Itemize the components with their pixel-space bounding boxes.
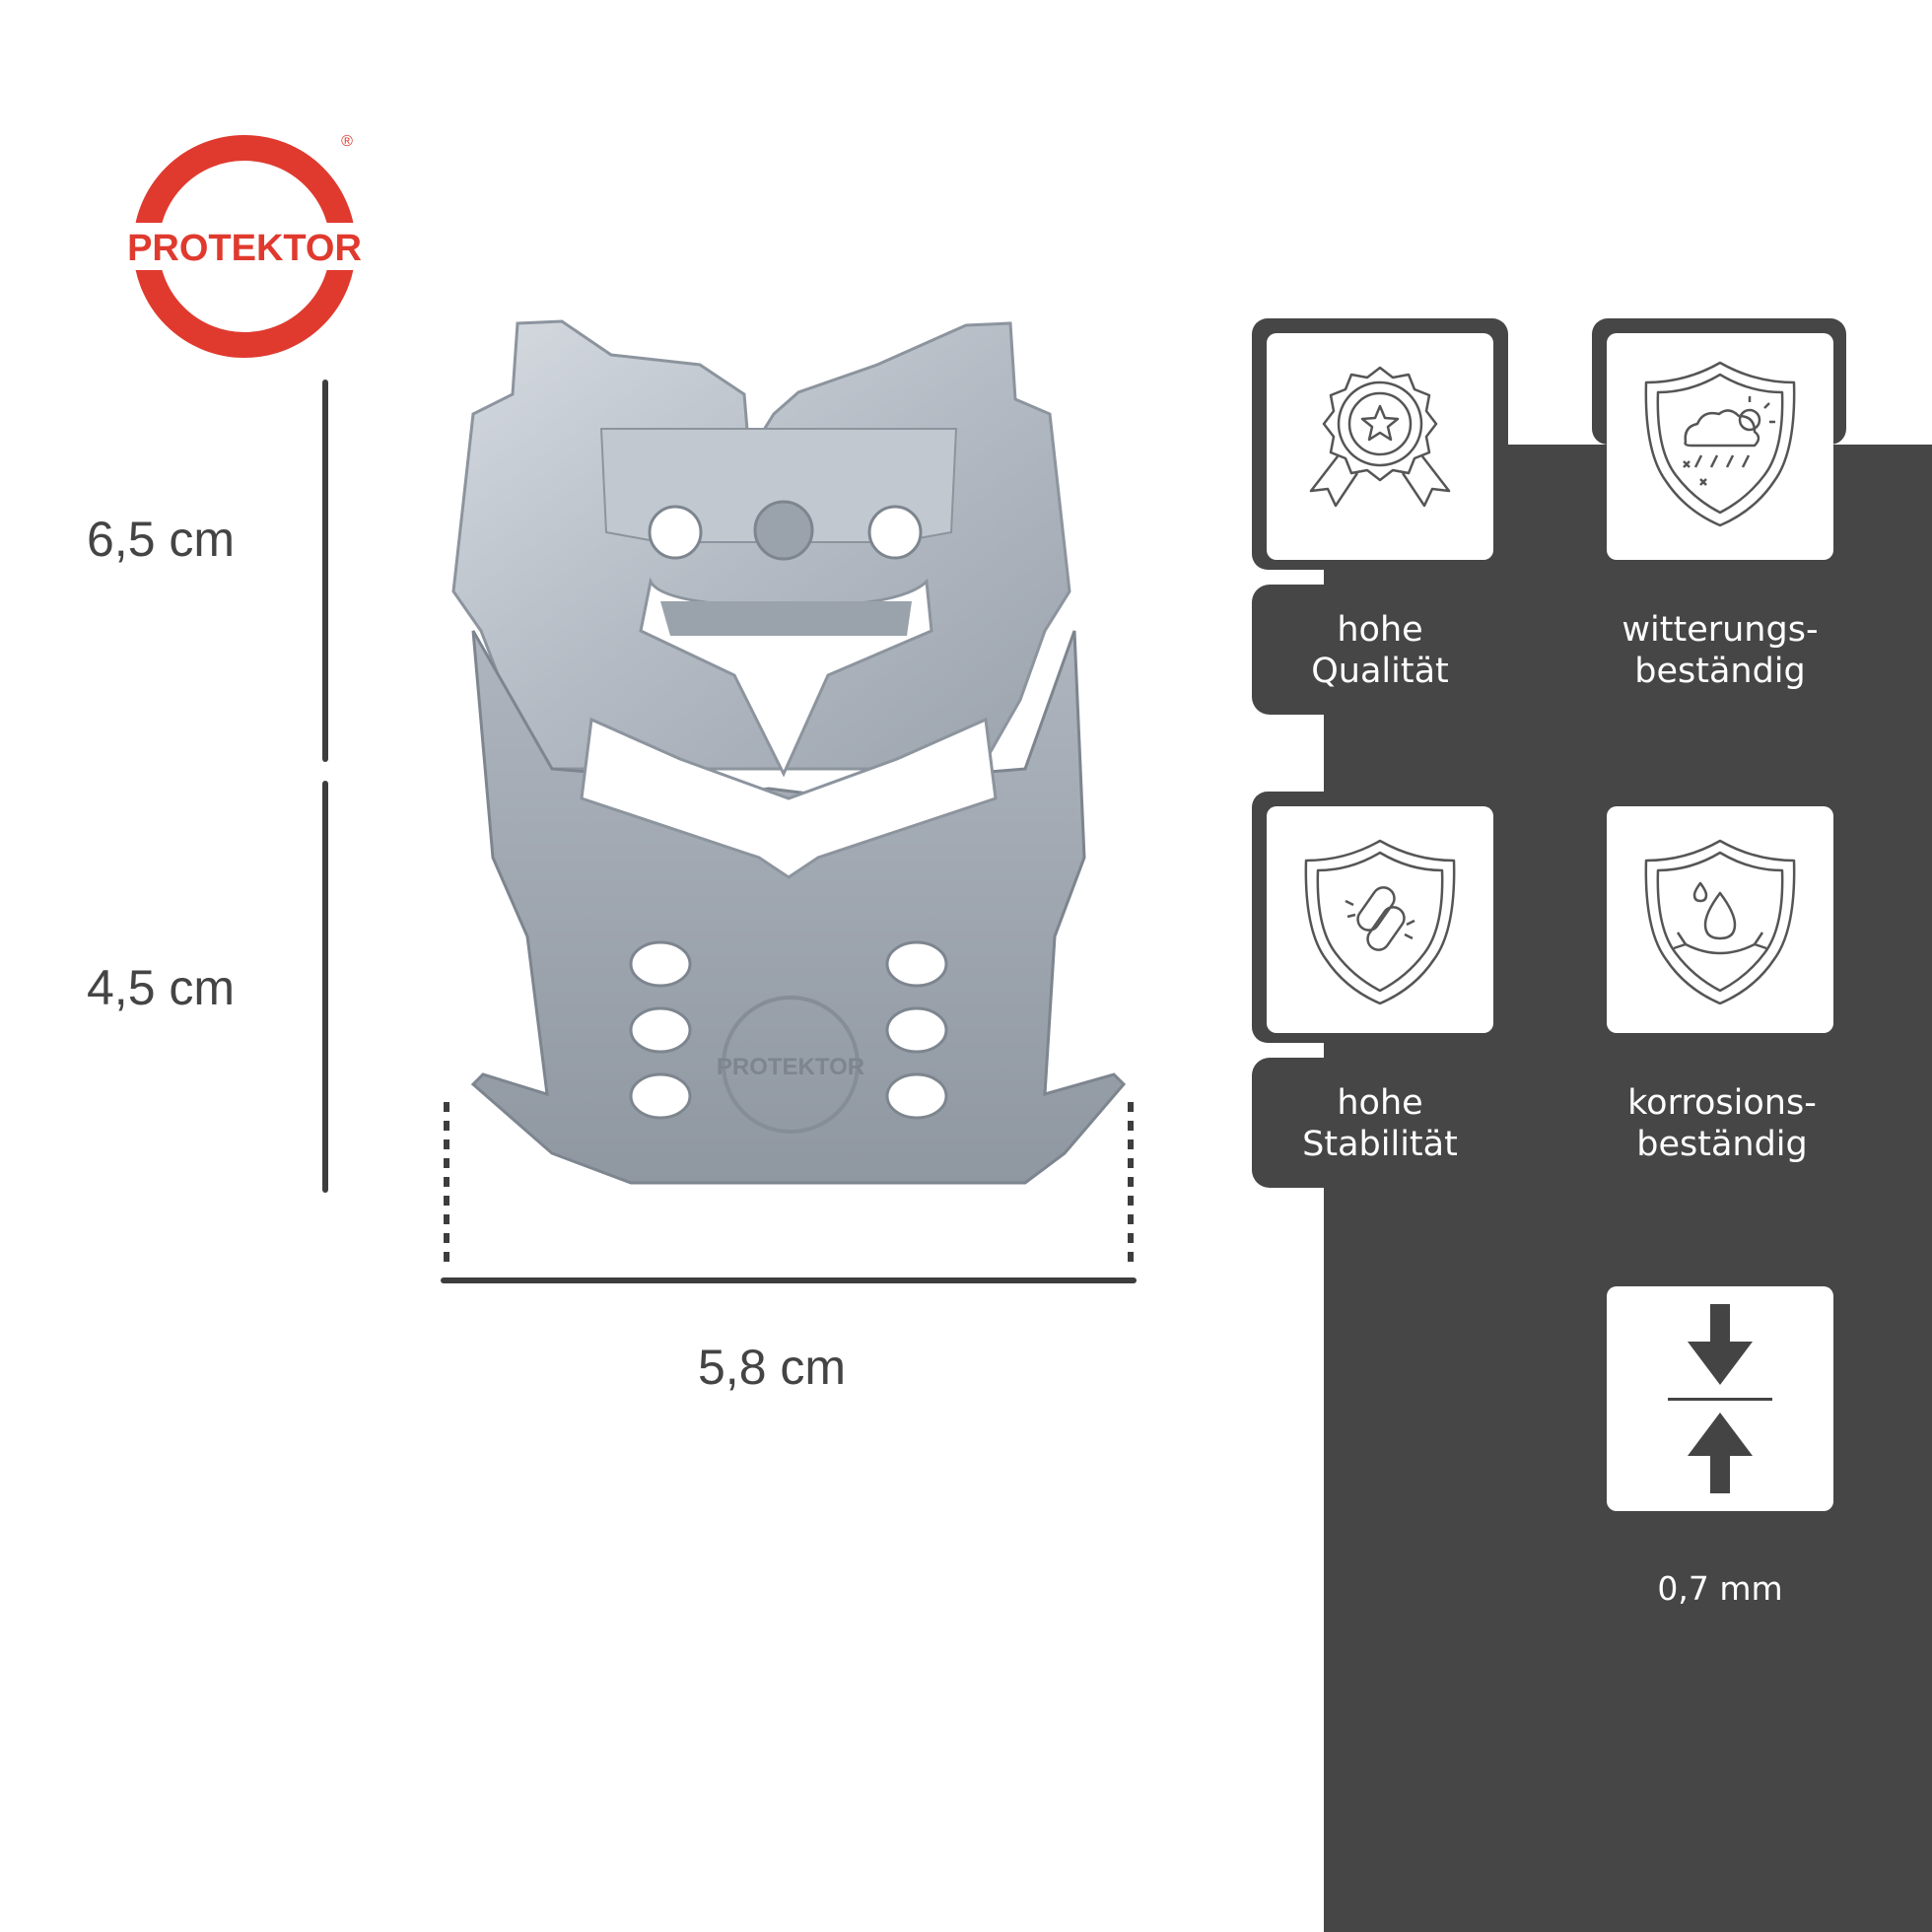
weather-shield-icon [1644,361,1796,527]
product-clip-image: PROTEKTOR [434,306,1143,1212]
feature-tile-quality [1267,333,1493,560]
feature-tile-thickness [1607,1286,1833,1511]
feature-label-stability: hohe Stabilität [1302,1083,1458,1164]
dimension-label-upper: 6,5 cm [87,512,236,567]
dimension-line-upper [322,380,328,762]
quality-badge-icon [1309,366,1451,508]
thickness-arrows-icon [1668,1304,1772,1493]
feature-tile-stability [1267,806,1493,1033]
dimension-label-width: 5,8 cm [698,1340,847,1395]
dimension-line-lower [322,781,328,1193]
label-tab-stability [1252,1058,1331,1188]
brand-name: PROTEKTOR [128,228,362,269]
product-embossed-brand: PROTEKTOR [717,1054,864,1080]
thickness-label: 0,7 mm [1657,1569,1783,1608]
feature-label-quality: hohe Qualität [1311,610,1449,691]
registered-mark: ® [341,133,353,150]
feature-tile-weather [1607,333,1833,560]
feature-tile-corrosion [1607,806,1833,1033]
dimension-label-lower: 4,5 cm [87,960,236,1015]
feature-label-corrosion: korrosions- beständig [1627,1083,1817,1164]
dark-side-panel [1324,445,1932,1932]
stability-shield-icon [1304,839,1456,1005]
corrosion-shield-icon [1644,839,1796,1005]
label-tab-quality [1252,585,1331,715]
feature-label-weather: witterungs- beständig [1622,610,1819,691]
width-dimension-bracket [441,1102,1137,1283]
brand-logo: PROTEKTOR ® [127,128,365,365]
